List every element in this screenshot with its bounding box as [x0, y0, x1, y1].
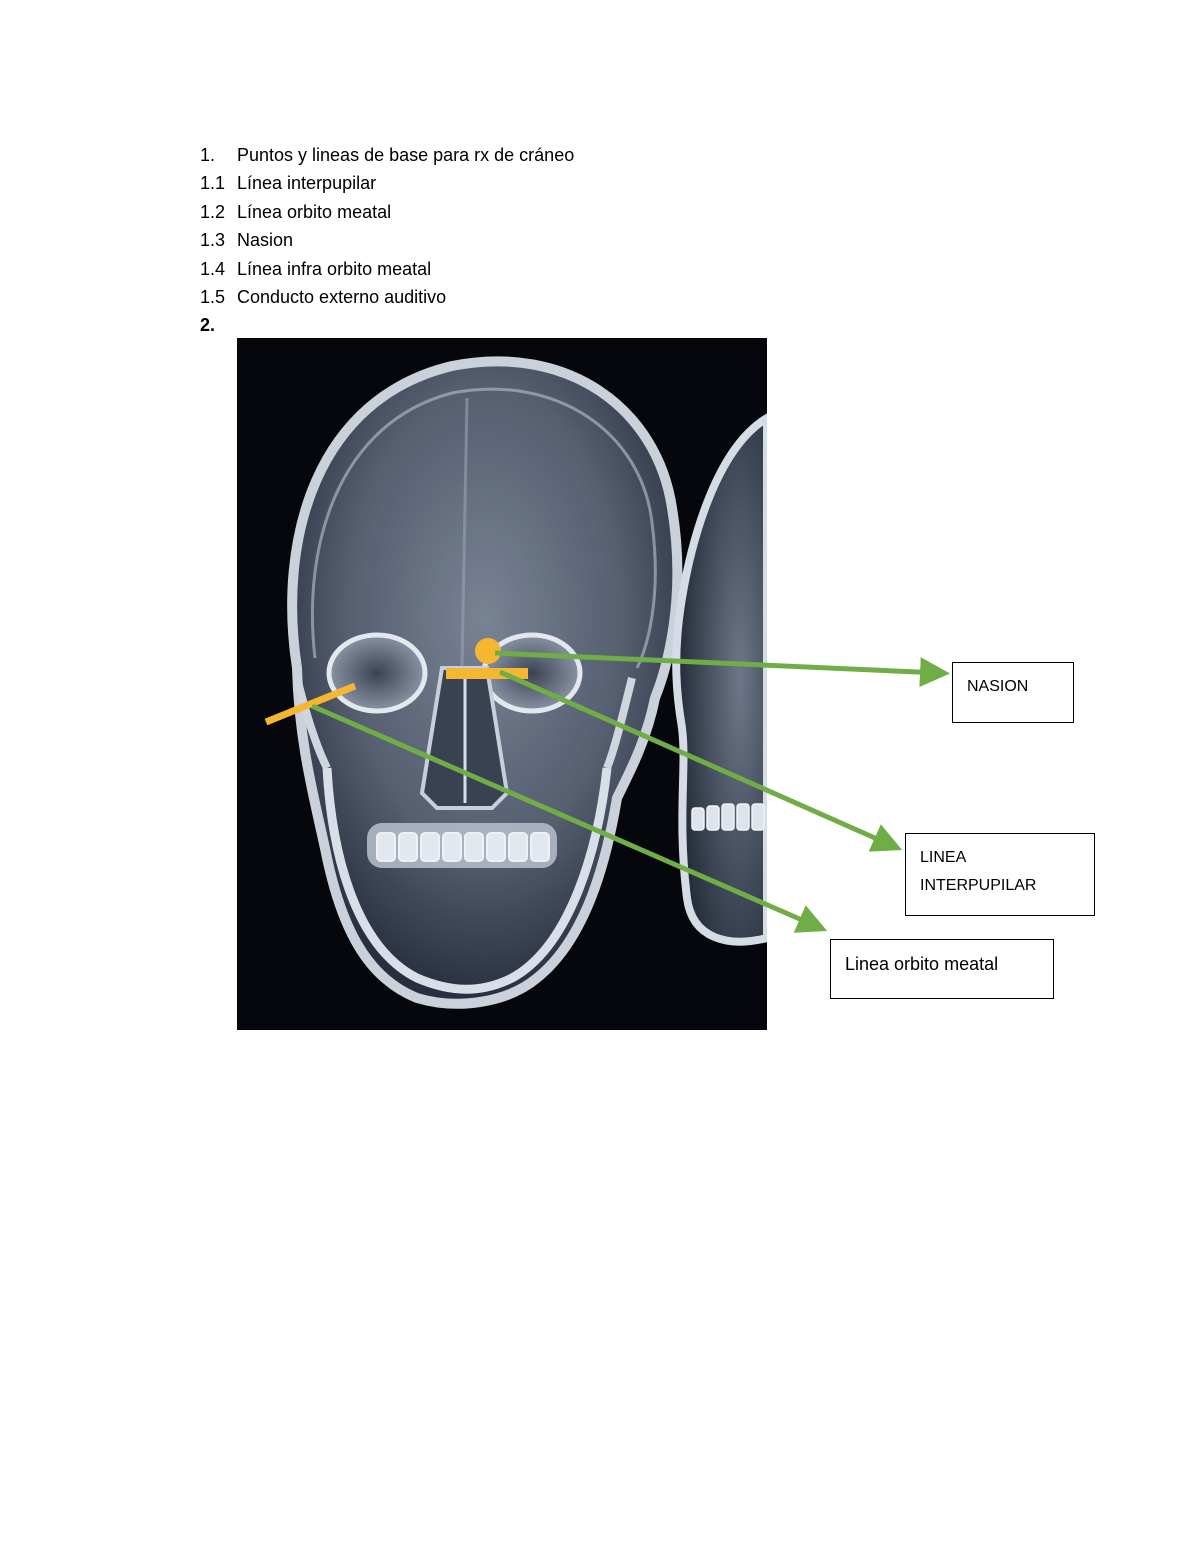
list-number: 1.1: [200, 173, 226, 194]
list-item: 1.1 Línea interpupilar: [200, 169, 574, 197]
list-item: 2.: [200, 311, 574, 339]
list-number: 1.4: [200, 258, 226, 279]
interpupilar-label: LINEA INTERPUPILAR: [905, 833, 1095, 916]
list-item: 1. Puntos y lineas de base para rx de cr…: [200, 141, 574, 169]
list-number: 1.2: [200, 201, 226, 222]
interpupilar-label-line1: LINEA: [920, 849, 967, 866]
nasion-label-text: NASION: [967, 678, 1029, 695]
list-text: Nasion: [237, 230, 294, 251]
list-item: 1.5 Conducto externo auditivo: [200, 283, 574, 311]
orbito-meatal-label-text: Linea orbito meatal: [845, 954, 999, 974]
list-number: 1.: [200, 145, 216, 165]
list-text: Puntos y lineas de base para rx de cráne…: [237, 145, 575, 165]
list-text: Línea infra orbito meatal: [237, 258, 432, 279]
list-item: 1.3 Nasion: [200, 226, 574, 254]
orbito-meatal-label: Linea orbito meatal: [830, 939, 1054, 999]
list-item: 1.4 Línea infra orbito meatal: [200, 255, 574, 283]
skull-xray-image: [237, 338, 767, 1030]
list-item: 1.2 Línea orbito meatal: [200, 198, 574, 226]
list-number: 2.: [200, 315, 216, 336]
list-text: Línea orbito meatal: [237, 201, 392, 222]
skull-xray-drawing: [237, 338, 767, 1030]
nasion-label: NASION: [952, 662, 1074, 723]
list-number: 1.3: [200, 230, 226, 251]
list-number: 1.5: [200, 287, 226, 308]
numbered-list: 1. Puntos y lineas de base para rx de cr…: [200, 141, 574, 340]
list-text: Línea interpupilar: [237, 173, 377, 194]
list-text: Conducto externo auditivo: [237, 287, 447, 308]
interpupilar-label-line2: INTERPUPILAR: [920, 877, 1037, 894]
